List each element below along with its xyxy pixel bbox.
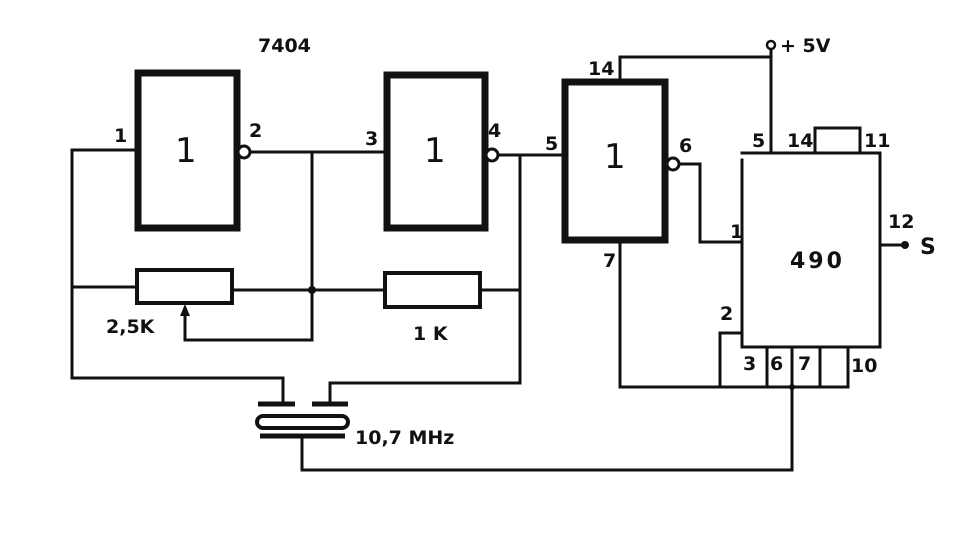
- svg-text:1: 1: [424, 131, 446, 171]
- svg-text:10: 10: [851, 355, 877, 377]
- svg-text:5: 5: [545, 133, 558, 155]
- resistor-1k: 1 K: [383, 271, 482, 345]
- svg-text:6: 6: [679, 135, 692, 157]
- svg-text:1: 1: [114, 125, 127, 147]
- svg-text:4: 4: [488, 120, 501, 142]
- svg-text:1: 1: [604, 137, 626, 177]
- potentiometer-2-5k: 2,5K: [106, 268, 234, 338]
- svg-text:490: 490: [790, 249, 845, 274]
- svg-text:6: 6: [770, 353, 783, 375]
- svg-text:7: 7: [603, 250, 616, 272]
- output-label-s: S: [920, 235, 936, 260]
- svg-text:11: 11: [864, 130, 890, 152]
- svg-text:7: 7: [798, 353, 811, 375]
- svg-text:+ 5V: + 5V: [780, 35, 831, 57]
- svg-text:1: 1: [175, 131, 197, 171]
- svg-text:2: 2: [720, 303, 733, 325]
- crystal-10-7mhz: 10,7 MHz: [255, 401, 454, 449]
- svg-text:14: 14: [588, 58, 614, 80]
- svg-text:12: 12: [888, 211, 914, 233]
- svg-text:1 K: 1 K: [413, 323, 449, 345]
- inverter-gate-1: 1 1 2: [114, 69, 262, 232]
- ic-label-7404: 7404: [258, 35, 311, 57]
- supply-terminal: + 5V: [765, 35, 831, 57]
- svg-text:3: 3: [365, 128, 378, 150]
- counter-ic-490: 490 5 14 11 12 1 2 3 6 7 10: [720, 126, 914, 389]
- svg-text:10,7 MHz: 10,7 MHz: [355, 427, 454, 449]
- inverter-gate-2: 1 3 4: [365, 71, 501, 232]
- svg-text:5: 5: [752, 130, 765, 152]
- svg-text:14: 14: [787, 130, 813, 152]
- svg-text:3: 3: [743, 353, 756, 375]
- wires: [70, 48, 909, 472]
- svg-text:2,5K: 2,5K: [106, 316, 156, 338]
- svg-text:2: 2: [249, 120, 262, 142]
- svg-text:1: 1: [730, 221, 743, 243]
- inverter-gate-3: 1 5 6 14 7: [545, 58, 692, 272]
